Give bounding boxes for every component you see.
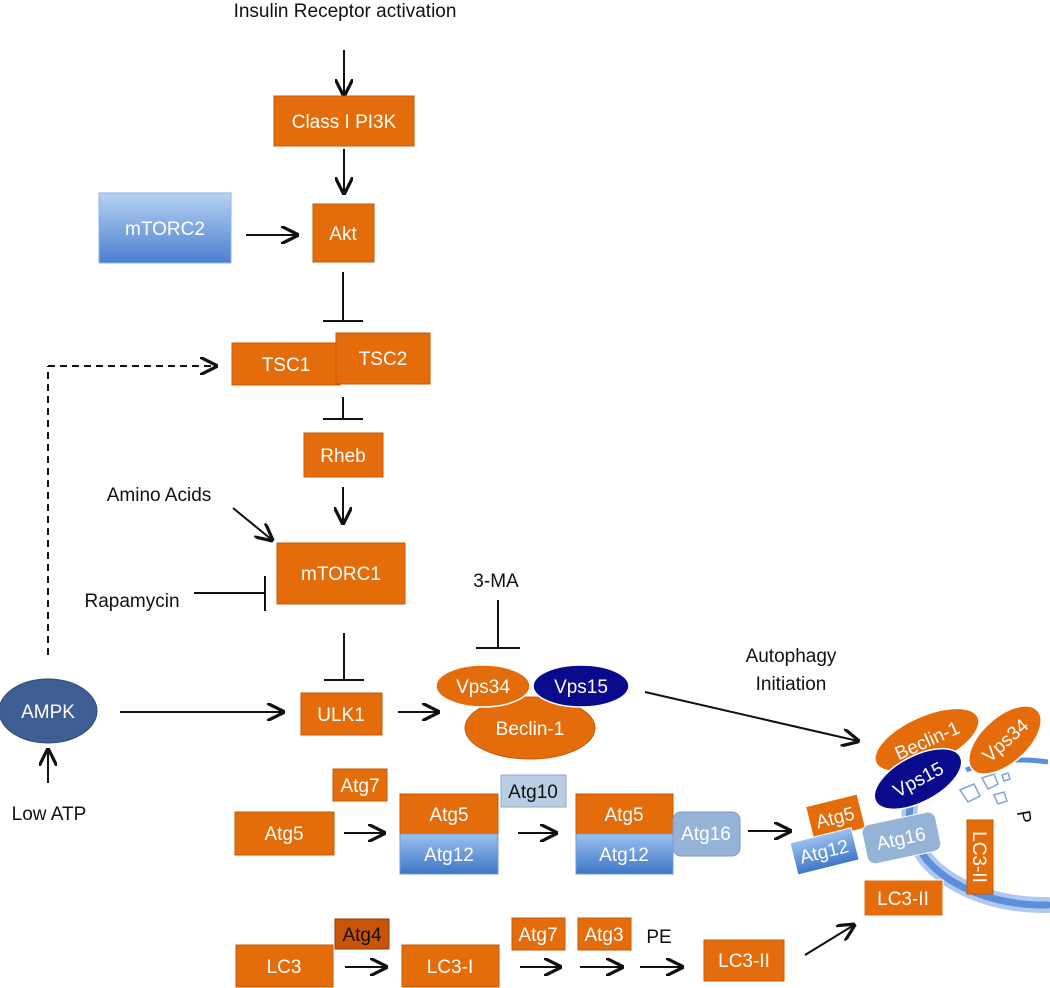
tsc1-node: TSC1 <box>231 342 341 386</box>
atg3-node: Atg3 <box>577 917 632 951</box>
vps34-label: Vps34 <box>456 677 510 698</box>
lc3-i-node: LC3-I <box>401 944 500 988</box>
atg7-label-bottom: Atg7 <box>518 925 557 946</box>
vps34-beclin-complex: Beclin-1 Vps34 Vps15 <box>435 664 630 760</box>
arrow-lc3ii-to-membrane <box>804 925 854 956</box>
amino-acids-label: Amino Acids <box>107 485 212 506</box>
atg5-box-conj1 <box>399 793 499 835</box>
atg5-box-conj2 <box>575 793 674 835</box>
atg5-label-conj2: Atg5 <box>604 805 643 826</box>
low-atp-label: Low ATP <box>12 804 87 825</box>
rapamycin-label: Rapamycin <box>84 591 179 612</box>
lc3-node: LC3 <box>235 944 334 988</box>
atg5-label-free: Atg5 <box>264 824 303 845</box>
tsc2-label: TSC2 <box>359 349 408 370</box>
ulk1-label: ULK1 <box>317 705 365 726</box>
membrane-lc3-ii-vertical-label: LC3-II <box>968 831 989 883</box>
beclin1-shape <box>464 696 596 760</box>
atg12-box-conj1 <box>399 833 499 875</box>
atg12-box-conj2 <box>575 833 674 875</box>
lc3-ii-label-bottom: LC3-II <box>718 951 770 972</box>
atg7-node-bottom: Atg7 <box>511 917 566 951</box>
membrane-atg12: Atg12 <box>789 827 860 876</box>
mtorc1-label: mTORC1 <box>301 564 381 585</box>
pe-label: PE <box>646 927 671 948</box>
three-ma-label: 3-MA <box>473 571 519 592</box>
atg4-node: Atg4 <box>334 918 390 950</box>
atg10-node: Atg10 <box>500 774 567 808</box>
atg3-label: Atg3 <box>584 925 623 946</box>
lc3-label: LC3 <box>267 957 302 978</box>
vps34-shape <box>435 664 531 708</box>
tsc1-label: TSC1 <box>262 355 311 376</box>
ulk1-node: ULK1 <box>300 692 383 736</box>
akt-node: Akt <box>312 203 375 263</box>
atg5-atg12-conjugate: Atg5 Atg12 <box>399 793 499 875</box>
atg7-label-top: Atg7 <box>340 776 379 797</box>
atg16-box <box>672 811 741 857</box>
atg16-label: Atg16 <box>681 824 731 845</box>
class1-pi3k-node: Class I PI3K <box>273 95 415 147</box>
mtorc1-node: mTORC1 <box>276 542 406 605</box>
arrow-autophagy-initiation <box>644 691 858 741</box>
atg5-label-conj1: Atg5 <box>429 805 468 826</box>
membrane-lc3-ii-vertical: LC3-II <box>966 819 994 895</box>
class1-pi3k-label: Class I PI3K <box>292 112 397 133</box>
atg4-label: Atg4 <box>342 925 382 946</box>
atg5-node-free: Atg5 <box>234 811 335 856</box>
phosphoinositide-glyphs <box>958 772 1011 805</box>
lc3-ii-node-bottom: LC3-II <box>703 939 785 982</box>
autophagy-label-line1: Autophagy <box>746 646 837 667</box>
atg12-label-conj2: Atg12 <box>599 845 649 866</box>
akt-label: Akt <box>329 224 357 245</box>
atg12-label-conj1: Atg12 <box>424 845 474 866</box>
atg10-label: Atg10 <box>508 782 558 803</box>
tsc2-node: TSC2 <box>335 332 431 385</box>
autophagy-label-line2: Initiation <box>756 674 827 695</box>
mtorc2-label: mTORC2 <box>125 219 205 240</box>
vps15-shape <box>532 664 630 708</box>
membrane-atg16: Atg16 <box>861 811 942 865</box>
arrow-amino-to-mtorc1 <box>232 507 272 540</box>
atg5-atg12-atg16-complex: Atg5 Atg12 Atg16 <box>575 793 741 875</box>
insulin-label: Insulin Receptor activation <box>234 1 457 22</box>
mtorc2-node: mTORC2 <box>98 192 232 264</box>
rheb-label: Rheb <box>320 446 365 467</box>
membrane-lc3-ii-label: LC3-II <box>877 889 929 910</box>
ampk-node: AMPK <box>0 678 98 744</box>
ampk-label: AMPK <box>21 702 75 723</box>
atg7-node-top: Atg7 <box>332 768 388 802</box>
lc3-i-label: LC3-I <box>427 957 473 978</box>
phospho-label: P <box>1012 809 1035 825</box>
beclin1-label: Beclin-1 <box>496 719 565 740</box>
rheb-node: Rheb <box>303 432 384 478</box>
membrane-vps34: Vps34 <box>968 705 1042 775</box>
connectors <box>48 50 858 967</box>
membrane-lc3-ii: LC3-II <box>863 879 944 917</box>
vps15-label: Vps15 <box>554 677 608 698</box>
